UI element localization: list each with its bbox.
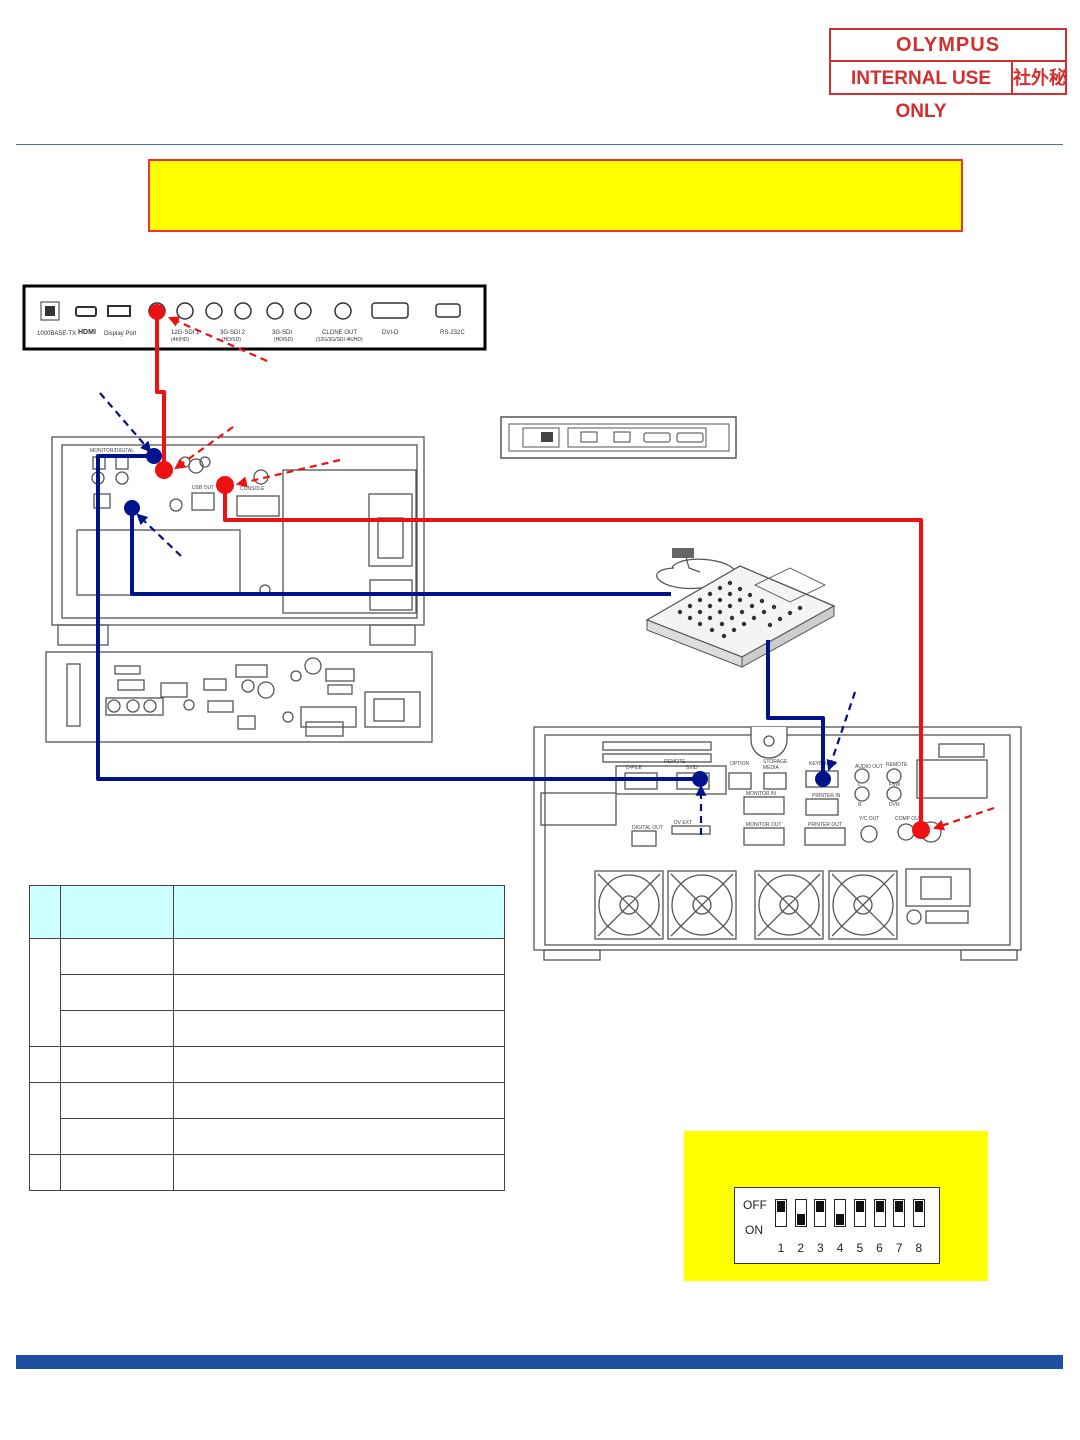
dip-switch-number: 6 [876, 1241, 883, 1255]
connector-markers [124, 304, 930, 839]
footer-bar [16, 1355, 1063, 1369]
svg-text:SVID: SVID [686, 765, 698, 771]
svg-text:(4K/HD): (4K/HD) [171, 337, 189, 343]
table-header-cell [173, 885, 505, 939]
restriction-label: INTERNAL USE ONLY [831, 62, 1013, 122]
dip-switch-2 [794, 1199, 807, 1227]
blue-cable-lines [96, 454, 825, 781]
svg-text:FSW: FSW [889, 782, 900, 788]
dip-switch-3 [814, 1199, 827, 1227]
callout-arrows [99, 316, 995, 835]
table-row [29, 1082, 505, 1155]
warning-banner [148, 159, 963, 232]
port-label-lan: 1000BASE-TX [37, 331, 76, 337]
svg-text:R: R [858, 802, 862, 808]
svg-text:DIGITAL OUT: DIGITAL OUT [632, 825, 663, 831]
svg-text:MEDIA: MEDIA [763, 765, 780, 771]
table-header-cell [29, 885, 61, 939]
svg-text:DVI-D: DVI-D [382, 330, 399, 336]
port-label-dp: Display Port [104, 331, 137, 337]
svg-text:12G-SDI 1: 12G-SDI 1 [171, 330, 200, 336]
svg-text:3G-SDI 2: 3G-SDI 2 [220, 330, 246, 336]
dip-switch-8 [912, 1199, 925, 1227]
table-row [29, 938, 505, 1047]
dip-switch-number: 2 [797, 1241, 805, 1255]
dip-switch-number: 4 [836, 1241, 844, 1255]
dip-switch-1 [775, 1199, 787, 1227]
internal-use-badge: OLYMPUS INTERNAL USE ONLY 社外秘 [829, 28, 1067, 122]
svg-text:STORAGE: STORAGE [763, 759, 788, 765]
svg-text:USB OUT: USB OUT [192, 485, 214, 491]
dip-switch-lever [777, 1201, 785, 1212]
svg-text:Y/C OUT: Y/C OUT [859, 816, 879, 822]
svg-text:RS-232C: RS-232C [440, 330, 465, 336]
dip-switch-lever [836, 1214, 845, 1225]
svg-text:D-FILE: D-FILE [626, 765, 643, 771]
svg-text:PRINTER IN: PRINTER IN [812, 793, 841, 799]
dip-switch-4 [834, 1199, 847, 1227]
svg-text:COMP OUT: COMP OUT [895, 816, 922, 822]
red-cable-lines [155, 312, 923, 830]
monitor-connector-panel: 1000BASE-TX HDMI Display Port 12G-SDI 1 … [22, 284, 487, 351]
svg-text:CONSOLE: CONSOLE [240, 486, 265, 492]
svg-text:DVR: DVR [889, 802, 900, 808]
svg-text:AUDIO OUT: AUDIO OUT [855, 764, 883, 770]
svg-text:(12G/3G/SDI 4K/HD): (12G/3G/SDI 4K/HD) [316, 337, 363, 343]
svg-text:PRINTER OUT: PRINTER OUT [808, 822, 842, 828]
table-row [30, 1118, 505, 1155]
dip-switch-number: 8 [915, 1241, 923, 1255]
remote-connector-panel [500, 416, 737, 459]
dip-switch-lever [855, 1201, 864, 1212]
svg-text:L: L [858, 782, 861, 788]
table-row [30, 974, 505, 1011]
dip-switch-7 [893, 1199, 906, 1227]
dip-switch-6 [873, 1199, 886, 1227]
svg-text:MONITOR/DIGITAL: MONITOR/DIGITAL [90, 448, 134, 454]
dip-switch-5 [853, 1199, 866, 1227]
table-header-cell [60, 885, 174, 939]
dip-switch-number: 7 [895, 1241, 903, 1255]
video-processor-rear: MONITOR/DIGITAL CONSOLE USB OUT [51, 436, 425, 646]
table-row [29, 1154, 505, 1191]
recorder-rear: D-FILE REMOTE SVID OPTION STORAGE MEDIA … [533, 726, 1022, 961]
svg-text:REMOTE: REMOTE [886, 762, 908, 768]
dip-off-label: OFF [743, 1198, 767, 1212]
brand-logo: OLYMPUS [831, 30, 1065, 62]
keyboard-illustration [645, 548, 836, 668]
table-row [29, 1046, 505, 1083]
header-divider [16, 144, 1063, 145]
dip-switch-number: 5 [856, 1241, 864, 1255]
svg-text:(HD/SD): (HD/SD) [274, 337, 293, 343]
dip-switch-lever [796, 1214, 805, 1225]
dip-switch-lever [875, 1201, 884, 1212]
port-label-hdmi: HDMI [78, 329, 96, 336]
table-row [30, 1010, 505, 1047]
light-source-rear [45, 651, 433, 743]
svg-text:REMOTE: REMOTE [664, 759, 686, 765]
dip-switch-number: 3 [817, 1241, 824, 1255]
dip-on-label: ON [745, 1223, 763, 1237]
svg-text:OPTION: OPTION [730, 761, 750, 767]
svg-text:CLONE OUT: CLONE OUT [322, 330, 357, 336]
connection-table [29, 885, 505, 1191]
dip-switch-lever [816, 1201, 825, 1212]
dip-switch-lever [914, 1201, 923, 1212]
svg-text:MONITOR OUT: MONITOR OUT [746, 822, 781, 828]
svg-text:(HD/SD): (HD/SD) [222, 337, 241, 343]
dip-switch-lever [895, 1201, 904, 1212]
dip-switch-number: 1 [777, 1241, 785, 1255]
svg-text:3G-SDI: 3G-SDI [272, 330, 292, 336]
restriction-label-jp: 社外秘 [1013, 68, 1067, 89]
svg-text:MONITOR IN: MONITOR IN [746, 791, 776, 797]
svg-text:DV EXT: DV EXT [674, 820, 692, 826]
